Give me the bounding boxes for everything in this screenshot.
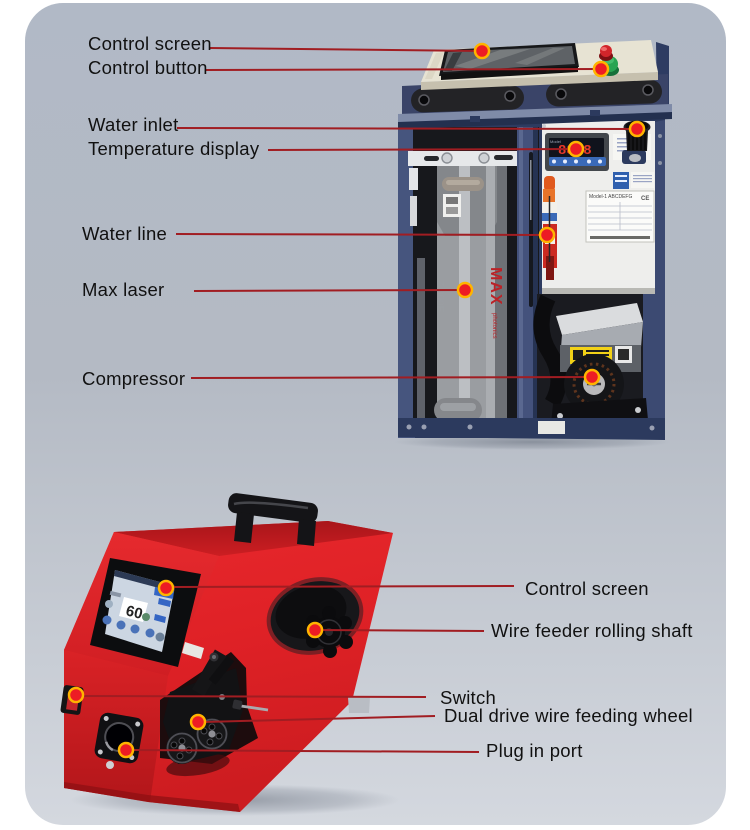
svg-text:Plug in port: Plug in port (486, 740, 583, 761)
svg-text:Temperature display: Temperature display (88, 138, 260, 159)
svg-text:Control screen: Control screen (525, 578, 649, 599)
svg-text:Switch: Switch (440, 687, 496, 708)
svg-text:Control button: Control button (88, 57, 208, 78)
svg-text:Model-1 ABCDEFG: Model-1 ABCDEFG (589, 194, 632, 200)
svg-text:Water line: Water line (82, 223, 167, 244)
svg-text:MAX: MAX (487, 267, 504, 306)
svg-text:Max laser: Max laser (82, 279, 164, 300)
svg-text:Model: Model (550, 139, 561, 144)
svg-text:60: 60 (124, 602, 144, 623)
svg-text:Wire feeder rolling shaft: Wire feeder rolling shaft (491, 620, 693, 641)
svg-text:CE: CE (641, 196, 649, 202)
svg-text:Control screen: Control screen (88, 33, 212, 54)
svg-text:Dual drive wire feeding wheel: Dual drive wire feeding wheel (444, 705, 693, 726)
svg-text:Z 000E: Z 000E (434, 280, 445, 313)
svg-text:photonics: photonics (491, 313, 497, 339)
svg-text:Compressor: Compressor (82, 368, 185, 389)
svg-text:Water inlet: Water inlet (88, 114, 178, 135)
